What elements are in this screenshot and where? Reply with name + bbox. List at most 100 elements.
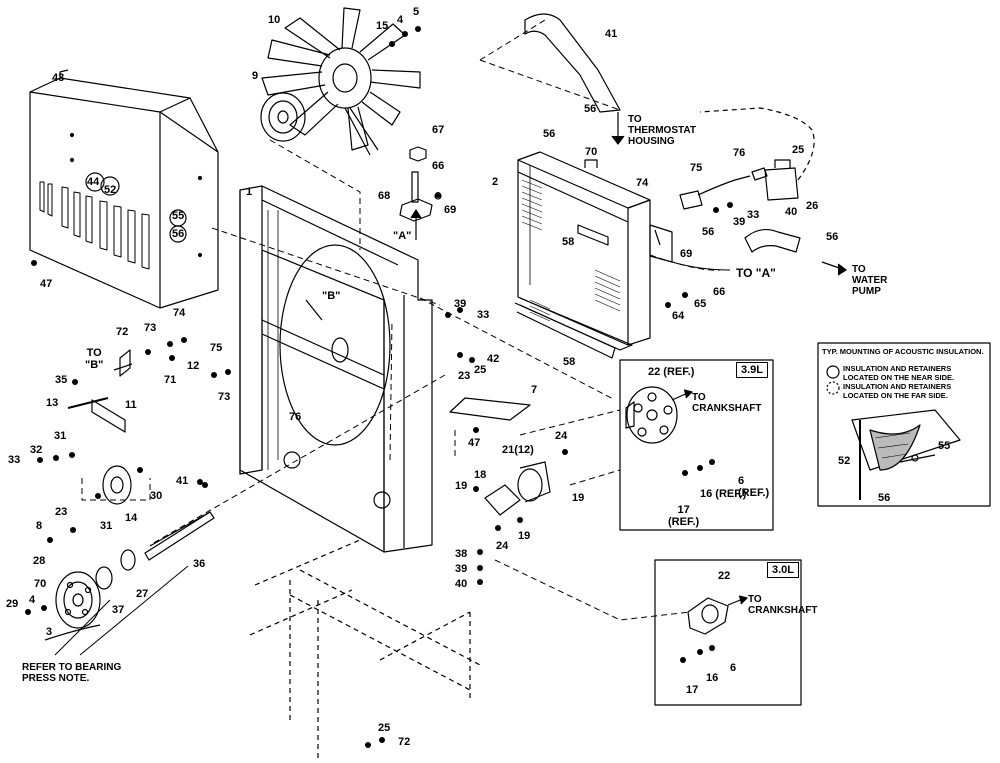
legend-label-55: 55 <box>938 440 951 452</box>
callout-14: 14 <box>125 512 138 524</box>
fan-spacer <box>260 92 306 142</box>
callout-59-a: 58 <box>562 236 575 248</box>
callout-48-b: 47 <box>468 437 481 449</box>
overflow-tube <box>699 107 815 181</box>
pulley-assembly <box>44 465 215 641</box>
radiator <box>514 151 651 359</box>
legend-title: TYP. MOUNTING OF ACOUSTIC INSULATION. <box>822 347 984 356</box>
callout-58-panel: 56 <box>172 228 185 240</box>
callout-23-b: 23 <box>55 506 68 518</box>
inset-tag-3-0l: 3.0L <box>767 562 800 578</box>
callout-63: 67 <box>432 124 445 136</box>
callout-70: 74 <box>636 177 649 189</box>
callout-77: 75 <box>210 342 223 354</box>
note-crankshaft-30: TO CRANKSHAFT <box>748 594 818 616</box>
callout-2: 2 <box>492 176 499 188</box>
callout-43: 40 <box>785 206 798 218</box>
legend-frame <box>817 342 991 507</box>
cooling-fan <box>261 7 421 156</box>
callout-36: 35 <box>55 374 68 386</box>
callout-45: 42 <box>487 353 500 365</box>
callout-8: 8 <box>36 520 43 532</box>
callout-48: 47 <box>40 278 53 290</box>
callout-73: 71 <box>164 374 177 386</box>
frame-rails <box>249 539 481 760</box>
callout-74: 72 <box>116 326 129 338</box>
dashed-leaders <box>81 19 721 621</box>
callout-5: 5 <box>413 6 420 18</box>
callout-75-a: 73 <box>144 322 157 334</box>
callout-13: 13 <box>46 397 59 409</box>
callout-3: 3 <box>46 626 53 638</box>
callout-19-b: 19 <box>572 492 585 504</box>
callout-69: 70 <box>34 578 47 590</box>
callout-78: 76 <box>289 411 302 423</box>
callout-41: 40 <box>455 578 468 590</box>
inset-30-label-17: 17 <box>686 684 699 696</box>
callout-33: 32 <box>30 444 43 456</box>
note-water-pump: TO WATER PUMP <box>852 264 888 297</box>
plate-7 <box>449 397 531 421</box>
callout-72: 76 <box>733 147 746 159</box>
callout-59-b: 58 <box>563 356 576 368</box>
callout-61: 65 <box>694 298 707 310</box>
ref-to-b: TO "B" <box>85 347 104 371</box>
callout-12: 12 <box>187 360 200 372</box>
callout-68: 72 <box>398 736 411 748</box>
callout-34: 33 <box>8 454 21 466</box>
callout-58-b: 56 <box>543 128 556 140</box>
callout-40-a: 39 <box>733 216 746 228</box>
callout-35-a: 33 <box>747 209 760 221</box>
inset-30-label-6: 6 <box>730 662 737 674</box>
inset-39-label-22: 22 (REF.) <box>648 366 695 378</box>
callout-1: 1 <box>246 186 253 198</box>
legend-far: INSULATION AND RETAINERS LOCATED ON THE … <box>843 382 952 400</box>
callout-31: 30 <box>150 490 163 502</box>
callout-25-a: 25 <box>474 364 487 376</box>
lower-hose <box>744 228 801 253</box>
fastener-dots <box>25 26 733 748</box>
ref-a: "A" <box>393 230 412 242</box>
note-bearing-press: REFER TO BEARING PRESS NOTE. <box>22 662 122 684</box>
parts-62-65 <box>399 146 442 222</box>
callout-46: 43 <box>52 72 65 84</box>
callout-32-b: 31 <box>100 520 113 532</box>
inset-39-label-17: 17 (REF.) <box>668 504 700 528</box>
callout-19-a: 19 <box>455 480 468 492</box>
callout-9: 9 <box>252 70 259 82</box>
callout-40-c: 39 <box>455 563 468 575</box>
callout-54: 44 <box>87 176 100 188</box>
shroud-frame <box>239 185 433 553</box>
callout-67: 70 <box>585 146 598 158</box>
legend-label-52: 52 <box>838 455 851 467</box>
callout-56-panel: 52 <box>104 184 117 196</box>
callout-58-c: 56 <box>702 226 715 238</box>
callout-75-b: 73 <box>218 391 231 403</box>
callout-18: 18 <box>474 469 487 481</box>
drive-shaft-line <box>149 511 211 547</box>
callout-30: 29 <box>6 598 19 610</box>
callout-26: 25 <box>792 144 805 156</box>
callout-11: 11 <box>125 399 137 411</box>
callout-19-c: 19 <box>518 530 531 542</box>
callout-21: 21(12) <box>502 444 534 456</box>
callout-76: 74 <box>173 307 186 319</box>
callout-32-a: 31 <box>54 430 67 442</box>
inset-tag-3-9l: 3.9L <box>736 362 769 378</box>
note-thermostat: TO THERMOSTAT HOUSING <box>628 114 696 147</box>
callout-24-a: 24 <box>555 430 568 442</box>
inset-30-label-22: 22 <box>718 570 731 582</box>
callout-64: 68 <box>378 190 391 202</box>
callout-35-b: 33 <box>477 309 490 321</box>
callout-42: 41 <box>176 475 189 487</box>
callout-71: 75 <box>690 162 703 174</box>
direction-arrows <box>113 112 847 606</box>
legend-near: INSULATION AND RETAINERS LOCATED ON THE … <box>843 364 955 382</box>
callout-4: 4 <box>397 14 404 26</box>
callout-62: 66 <box>432 160 445 172</box>
callout-10: 10 <box>268 14 281 26</box>
callout-4-b: 4 <box>29 594 36 606</box>
callout-15: 15 <box>376 20 389 32</box>
inset-39-label-6: 6 (REF.) <box>738 475 770 499</box>
